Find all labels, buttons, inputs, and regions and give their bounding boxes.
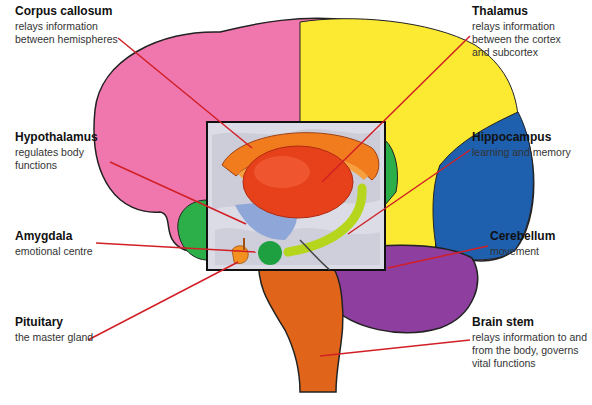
callout-description: regulates body functions: [15, 146, 115, 172]
callout-heading: Hippocampus: [472, 130, 590, 144]
callout-heading: Corpus callosum: [15, 4, 175, 18]
callout-heading: Pituitary: [15, 315, 175, 329]
callout-description: relays information to and from the body,…: [472, 331, 590, 370]
brain-stem: [258, 255, 343, 392]
amygdala-shape: [258, 241, 282, 265]
leader-lines: [88, 36, 488, 356]
callout-description: relays information between hemispheres: [15, 20, 125, 46]
callout-description: relays information between the cortex an…: [472, 20, 576, 59]
callout-heading: Thalamus: [472, 4, 590, 18]
callout-description: movement: [490, 245, 590, 258]
callout-heading: Amygdala: [15, 229, 175, 243]
callout-heading: Cerebellum: [490, 229, 590, 243]
callout-heading: Hypothalamus: [15, 130, 175, 144]
callout-heading: Brain stem: [472, 315, 590, 329]
callout-description: learning and memory: [472, 146, 590, 159]
temporal-lobe: [178, 200, 207, 260]
hippocampus-shape: [288, 188, 362, 252]
temporal-lobe: [385, 140, 398, 205]
callout-description: the master gland: [15, 331, 135, 344]
callout-description: emotional centre: [15, 245, 135, 258]
inset-view: [207, 122, 385, 270]
pituitary-shape: [232, 246, 248, 264]
thalamus-shape: [243, 146, 353, 218]
